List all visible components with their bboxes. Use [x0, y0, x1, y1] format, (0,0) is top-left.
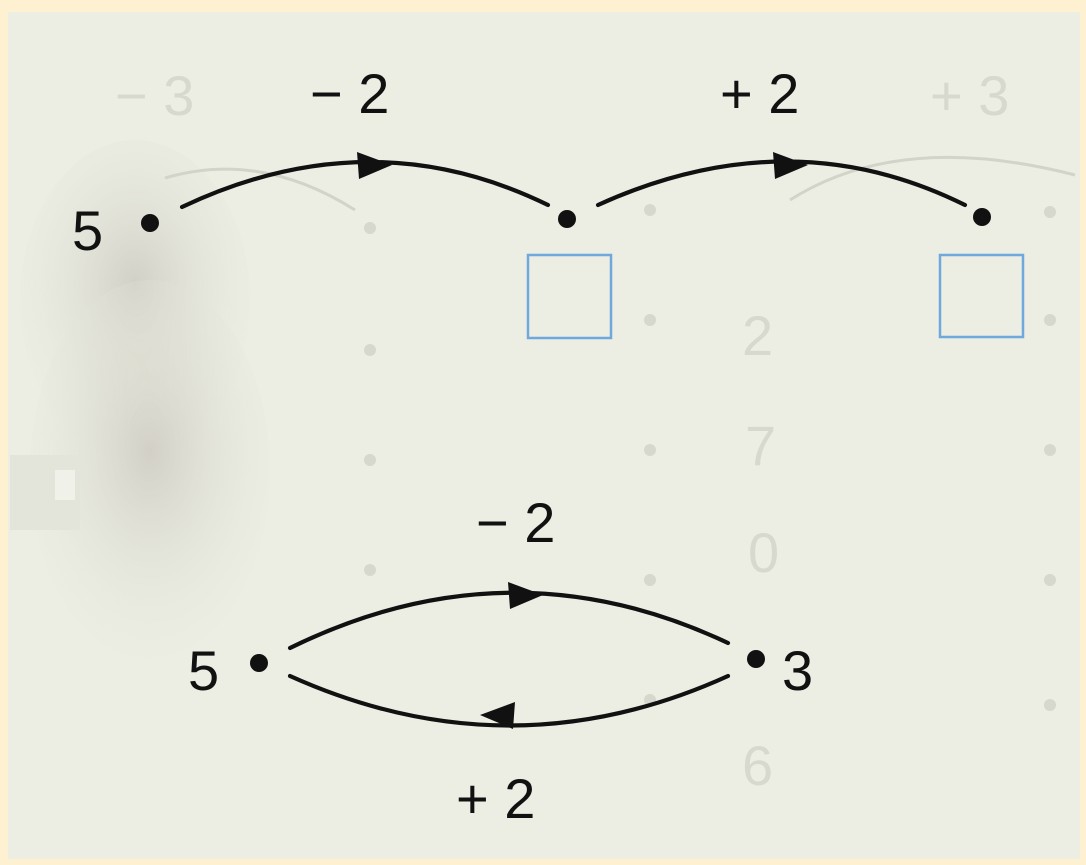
faded-illustration: [10, 140, 270, 660]
arrowhead-right-icon: [508, 582, 543, 609]
arrow-top: [287, 590, 731, 651]
left-number: 5: [188, 639, 219, 702]
faded-background-marks: − 3 + 3 2 7 0 6: [115, 64, 1076, 797]
svg-text:6: 6: [742, 734, 773, 797]
left-dot: [250, 654, 268, 672]
start-number: 5: [72, 199, 103, 262]
op-top-label: − 2: [476, 491, 555, 554]
arrowhead-second-icon: [773, 152, 808, 179]
right-dot: [747, 650, 765, 668]
svg-text:0: 0: [748, 521, 779, 584]
inverse-diagram: − 2 5 3 + 2: [188, 491, 813, 830]
op-second-label: + 2: [720, 62, 799, 125]
svg-text:7: 7: [745, 414, 776, 477]
arrowhead-first-icon: [357, 152, 392, 179]
start-dot: [141, 214, 159, 232]
answer-box-2[interactable]: [938, 253, 1025, 339]
svg-text:+ 3: + 3: [930, 64, 1009, 127]
op-first-label: − 2: [310, 62, 389, 125]
middle-dot: [558, 210, 576, 228]
chain-diagram: 5 − 2 + 2: [72, 62, 1025, 340]
right-number: 3: [782, 639, 813, 702]
svg-text:− 3: − 3: [115, 64, 194, 127]
arrowhead-left-icon: [480, 702, 515, 729]
end-dot: [973, 208, 991, 226]
svg-text:2: 2: [742, 304, 773, 367]
answer-box-1[interactable]: [526, 253, 613, 340]
op-bottom-label: + 2: [456, 767, 535, 830]
